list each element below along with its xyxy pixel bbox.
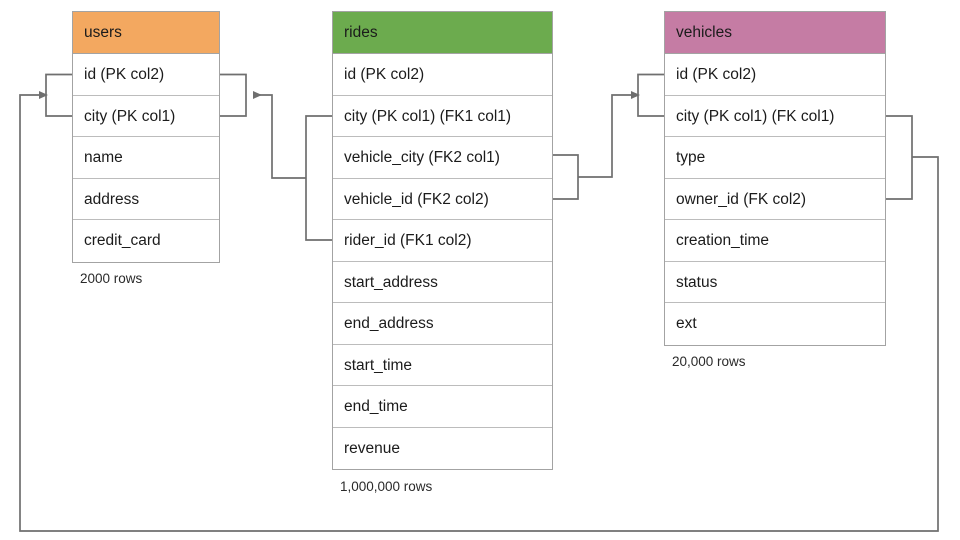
users-left-bracket xyxy=(45,73,72,117)
table-vehicles-column-owner-id[interactable]: owner_id (FK col2) xyxy=(665,179,885,220)
table-vehicles-column-creation-time[interactable]: creation_time xyxy=(665,220,885,262)
table-users-title: users xyxy=(73,12,219,54)
vehicles-left-bracket xyxy=(637,73,664,117)
table-vehicles-column-city[interactable]: city (PK col1) (FK col1) xyxy=(665,96,885,137)
table-rides-title: rides xyxy=(333,12,552,54)
table-users-column-name[interactable]: name xyxy=(73,137,219,179)
table-users-row-count: 2000 rows xyxy=(80,271,143,286)
table-rides-column-rider-id[interactable]: rider_id (FK1 col2) xyxy=(333,220,552,262)
table-rides-column-id[interactable]: id (PK col2) xyxy=(333,54,552,96)
users-right-bracket xyxy=(220,73,247,117)
connector-rides-fk1-users xyxy=(253,91,332,241)
table-rides-column-vehicle-id[interactable]: vehicle_id (FK2 col2) xyxy=(333,179,552,220)
table-rides[interactable]: rides id (PK col2) city (PK col1) (FK1 c… xyxy=(332,11,553,470)
table-vehicles-column-id[interactable]: id (PK col2) xyxy=(665,54,885,96)
table-rides-column-city[interactable]: city (PK col1) (FK1 col1) xyxy=(333,96,552,137)
table-vehicles-row-count: 20,000 rows xyxy=(672,354,746,369)
table-vehicles-column-status[interactable]: status xyxy=(665,262,885,303)
table-vehicles-title: vehicles xyxy=(665,12,885,54)
table-vehicles-column-ext[interactable]: ext xyxy=(676,315,697,332)
table-vehicles[interactable]: vehicles id (PK col2) city (PK col1) (FK… xyxy=(664,11,886,346)
connector-rides-fk2-vehicles xyxy=(553,91,640,200)
table-rides-column-revenue[interactable]: revenue xyxy=(344,439,401,457)
table-rides-column-end-time[interactable]: end_time xyxy=(333,386,552,428)
table-users-column-address[interactable]: address xyxy=(73,179,219,220)
table-users-column-credit-card[interactable]: credit_card xyxy=(84,232,161,249)
table-users-column-id[interactable]: id (PK col2) xyxy=(73,54,219,96)
table-vehicles-column-type[interactable]: type xyxy=(665,137,885,179)
table-rides-column-end-address[interactable]: end_address xyxy=(333,303,552,345)
table-users-column-city[interactable]: city (PK col1) xyxy=(73,96,219,137)
table-rides-column-start-address[interactable]: start_address xyxy=(333,262,552,303)
table-users[interactable]: users id (PK col2) city (PK col1) name a… xyxy=(72,11,220,263)
table-rides-column-vehicle-city[interactable]: vehicle_city (FK2 col1) xyxy=(333,137,552,179)
table-rides-column-start-time[interactable]: start_time xyxy=(333,345,552,386)
table-rides-row-count: 1,000,000 rows xyxy=(340,479,433,494)
